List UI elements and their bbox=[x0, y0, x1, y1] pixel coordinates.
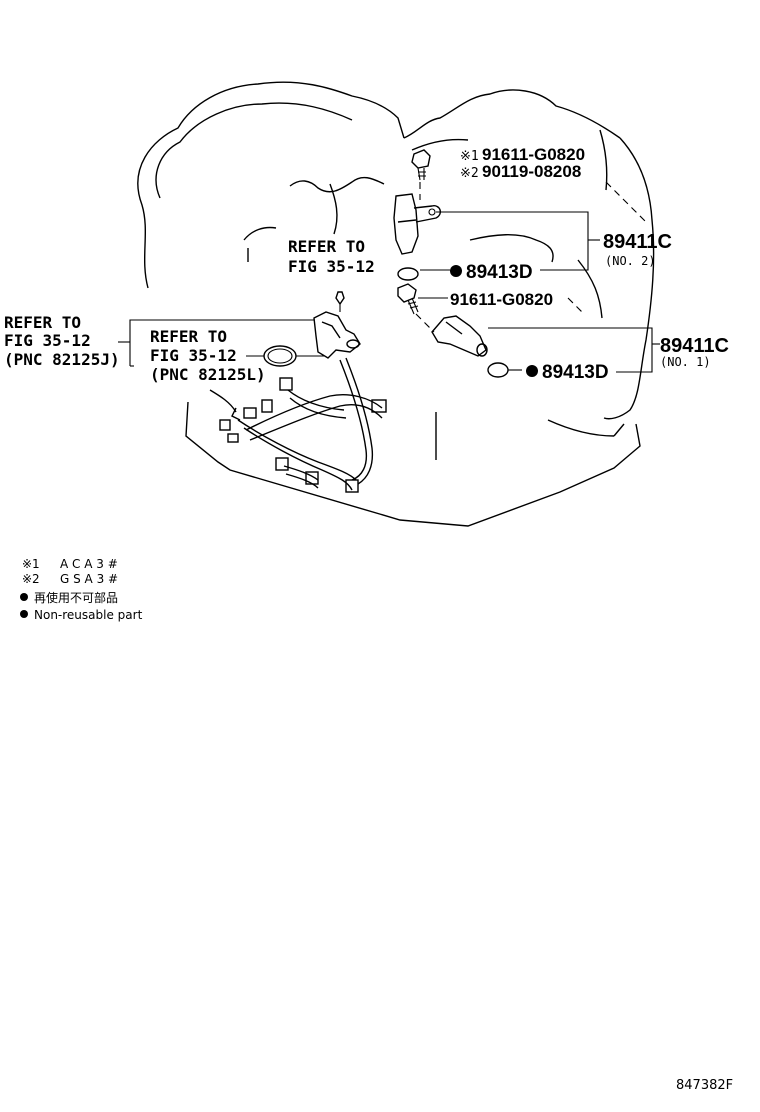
ref-top-line1: REFER TO bbox=[288, 237, 365, 256]
legend: ※1 A C A 3 # ※2 G S A 3 # 再使用不可部品 Non-re… bbox=[20, 557, 143, 622]
legend-note1-mark: ※1 bbox=[22, 557, 40, 571]
o-ring-no1 bbox=[487, 362, 509, 378]
referenced-sensor bbox=[263, 291, 361, 367]
harness-connector bbox=[227, 433, 239, 443]
reference-labels: REFER TO FIG 35-12 (PNC 82125J) REFER TO… bbox=[4, 237, 375, 384]
ref-middle-line1: REFER TO bbox=[150, 327, 227, 346]
bolt-part-number-1: 91611-G0820 bbox=[482, 145, 585, 164]
ref-left-line3: (PNC 82125J) bbox=[4, 350, 120, 369]
legend-note1-text: A C A 3 # bbox=[60, 557, 118, 571]
part-labels: ※1 91611-G0820 ※2 90119-08208 89411C (NO… bbox=[450, 145, 729, 383]
harness-connector bbox=[305, 471, 319, 485]
o-ring-no2 bbox=[397, 267, 419, 281]
non-reusable-bullet bbox=[450, 265, 462, 277]
ref-top-line2: FIG 35-12 bbox=[288, 257, 375, 276]
note-mark-1: ※1 bbox=[460, 149, 479, 164]
harness-connector bbox=[371, 399, 387, 413]
leader-lines bbox=[118, 181, 660, 373]
sensor-no2-part-number: 89411C bbox=[603, 231, 672, 253]
legend-note2-mark: ※2 bbox=[22, 572, 40, 586]
bolt-part-number-3: 91611-G0820 bbox=[450, 290, 553, 309]
legend-bullet-icon bbox=[20, 593, 28, 601]
ref-middle-line2: FIG 35-12 bbox=[150, 346, 237, 365]
legend-bullet-icon bbox=[20, 610, 28, 618]
transmission-housing bbox=[137, 81, 655, 527]
speed-sensor-no2 bbox=[393, 149, 442, 281]
harness-connector bbox=[345, 479, 359, 493]
legend-jp-text: 再使用不可部品 bbox=[34, 590, 118, 605]
o-ring-no1-part-number: 89413D bbox=[542, 362, 609, 383]
non-reusable-bullet bbox=[526, 365, 538, 377]
speed-sensor-no1 bbox=[431, 315, 509, 378]
harness-connector bbox=[261, 399, 273, 413]
ref-left-line1: REFER TO bbox=[4, 313, 81, 332]
sensor-no2-label: (NO. 2) bbox=[605, 254, 656, 268]
ref-middle-line3: (PNC 82125L) bbox=[150, 365, 266, 384]
legend-note2-text: G S A 3 # bbox=[60, 572, 118, 586]
ref-left-line2: FIG 35-12 bbox=[4, 331, 91, 350]
harness-connector bbox=[219, 419, 231, 431]
legend-en-text: Non-reusable part bbox=[34, 608, 143, 622]
note-mark-2: ※2 bbox=[460, 166, 479, 181]
wiring-harness bbox=[219, 357, 387, 493]
referenced-bolt bbox=[335, 291, 345, 306]
sensor-no1-part-number: 89411C bbox=[660, 335, 729, 357]
sensor-no1-label: (NO. 1) bbox=[660, 355, 711, 369]
harness-connector bbox=[243, 407, 257, 419]
harness-connector bbox=[275, 457, 289, 471]
figure-id: 847382F bbox=[676, 1078, 733, 1093]
harness-connector bbox=[279, 377, 293, 391]
o-ring-no2-part-number: 89413D bbox=[466, 262, 533, 283]
bolt-sensor-no1 bbox=[397, 283, 435, 333]
bolt-top bbox=[411, 149, 431, 169]
bolt-part-number-2: 90119-08208 bbox=[482, 162, 581, 181]
